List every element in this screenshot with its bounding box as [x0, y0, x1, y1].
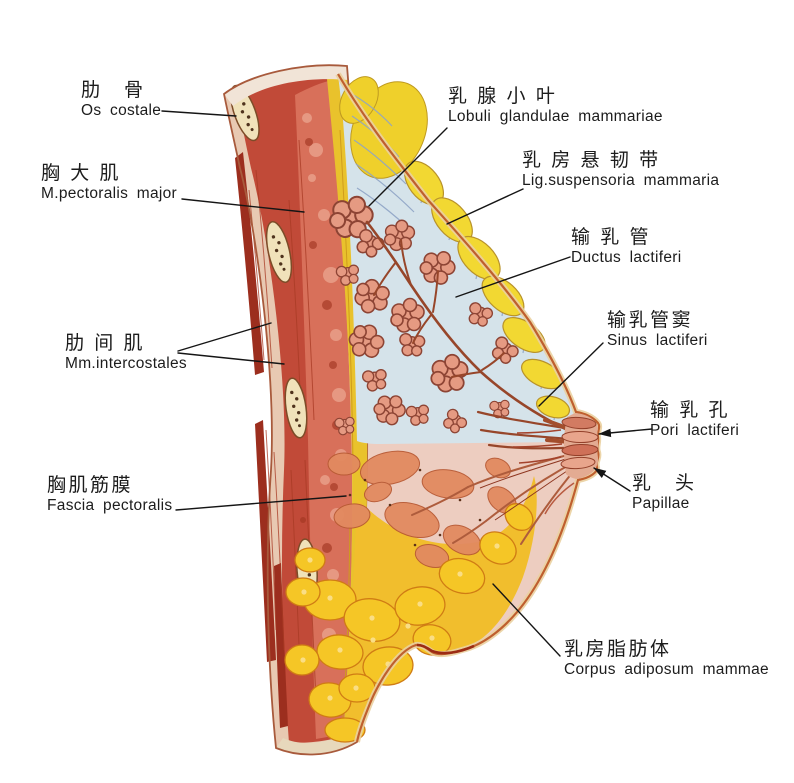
label-zh: 肋 骨 — [81, 80, 146, 101]
fat-specks — [348, 468, 482, 547]
label-la: Corpus adiposum mammae — [564, 661, 769, 678]
label-zh: 乳 腺 小 叶 — [448, 86, 558, 107]
label-papillae: 乳 头 Papillae — [632, 473, 697, 513]
label-fascia-pectoralis: 胸肌筋膜 Fascia pectoralis — [47, 475, 172, 515]
label-zh: 胸肌筋膜 — [47, 475, 134, 496]
leader-ligament — [446, 188, 524, 225]
leader-os-costale — [161, 110, 237, 117]
label-mm-intercostales: 肋 间 肌 Mm.intercostales — [65, 333, 187, 373]
intercostal-muscle — [235, 152, 288, 728]
label-zh: 乳 房 悬 韧 带 — [522, 150, 661, 171]
label-la: Lobuli glandulae mammariae — [448, 108, 663, 125]
nipple — [512, 413, 599, 515]
leader-papillae-arrow — [593, 467, 631, 492]
leader-pectoralis — [181, 198, 305, 213]
label-la: Lig.suspensoria mammaria — [522, 172, 720, 189]
leader-corpus — [492, 583, 561, 657]
leader-intercostales-2 — [177, 352, 285, 365]
label-zh: 输 乳 管 — [571, 227, 652, 248]
label-os-costale: 肋 骨 Os costale — [81, 80, 161, 120]
fat-body-lobules — [327, 450, 517, 569]
label-lobuli-glandulae: 乳 腺 小 叶 Lobuli glandulae mammariae — [448, 86, 663, 126]
label-zh: 胸 大 肌 — [41, 163, 122, 184]
leader-lines — [161, 110, 653, 657]
leader-pori-arrow — [598, 428, 653, 438]
label-corpus-adiposum: 乳房脂肪体 Corpus adiposum mammae — [564, 639, 769, 679]
label-la: Papillae — [632, 495, 690, 512]
label-la: M.pectoralis major — [41, 185, 178, 202]
leader-lobuli — [368, 127, 448, 207]
inframammary-fold — [416, 643, 475, 655]
label-m-pectoralis-major: 胸 大 肌 M.pectoralis major — [41, 163, 177, 203]
label-ductus-lactiferi: 输 乳 管 Ductus lactiferi — [571, 227, 681, 267]
label-la: Sinus lactiferi — [607, 332, 708, 349]
label-la: Os costale — [81, 102, 162, 119]
leader-fascia — [175, 495, 347, 511]
leader-sinus — [538, 342, 604, 407]
fat-highlights — [300, 543, 500, 701]
label-zh: 乳房脂肪体 — [564, 639, 672, 660]
label-la: Fascia pectoralis — [47, 497, 173, 514]
label-zh: 输 乳 孔 — [650, 400, 731, 421]
label-zh: 乳 头 — [632, 473, 697, 494]
label-la: Pori lactiferi — [650, 422, 740, 439]
label-zh: 输乳管窦 — [607, 310, 694, 331]
label-sinus-lactiferi: 输乳管窦 Sinus lactiferi — [607, 310, 708, 350]
label-lig-suspensoria: 乳 房 悬 韧 带 Lig.suspensoria mammaria — [522, 150, 719, 190]
breast — [284, 72, 603, 743]
leader-intercostales-1 — [177, 322, 272, 352]
label-la: Mm.intercostales — [65, 355, 187, 372]
label-zh: 肋 间 肌 — [65, 333, 146, 354]
label-pori-lactiferi: 输 乳 孔 Pori lactiferi — [650, 400, 739, 440]
leader-ductus — [455, 256, 571, 298]
top-cut-edge — [224, 65, 348, 106]
label-la: Ductus lactiferi — [571, 249, 682, 266]
